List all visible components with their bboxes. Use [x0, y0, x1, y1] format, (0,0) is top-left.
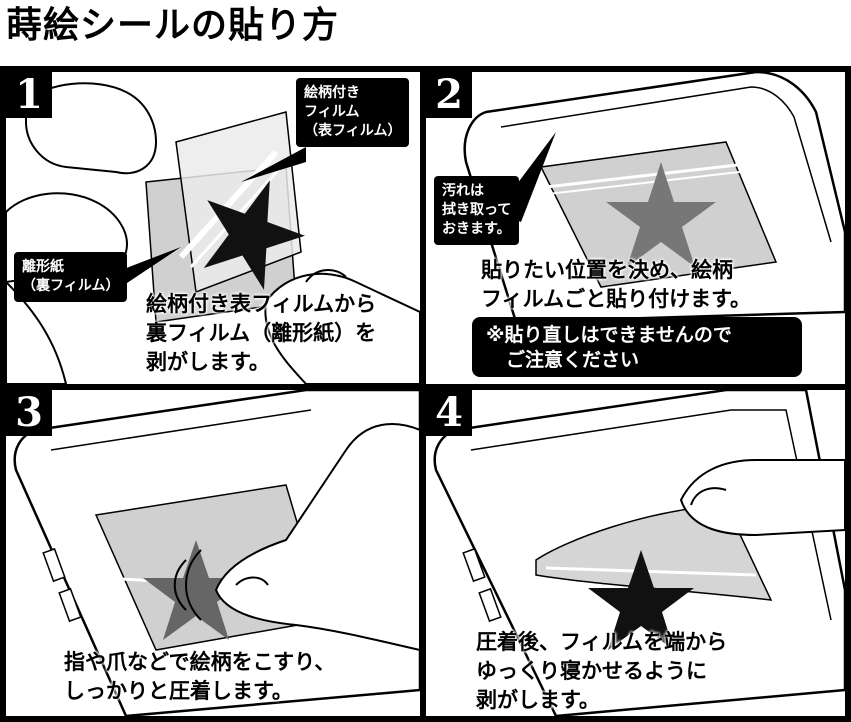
step-4-caption: 圧着後、フィルムを端から ゆっくり寝かせるように 剥がします。	[476, 628, 727, 715]
caption-line: しっかりと圧着します。	[64, 679, 293, 703]
clean-callout: 汚れは 拭き取って おきます。	[434, 176, 520, 245]
caption-line: 剥がします。	[146, 350, 270, 374]
step-3-caption: 指や爪などで絵柄をこすり、 しっかりと圧着します。	[64, 648, 335, 706]
step-1-caption: 絵柄付き表フィルムから 裏フィルム（離形紙）を 剥がします。	[146, 290, 376, 377]
no-reapply-notice: ※貼り直しはできませんので ご注意ください	[472, 317, 802, 377]
caption-line: ゆっくり寝かせるように	[476, 659, 707, 683]
notice-line: ご注意ください	[506, 349, 640, 371]
caption-line: 貼りたい位置を決め、絵柄	[481, 258, 733, 282]
film-callout-line: フィルム	[304, 104, 360, 120]
step-2-caption: 貼りたい位置を決め、絵柄 フィルムごと貼り付けます。	[481, 256, 751, 314]
step-2-panel: 2 汚れは 拭き取って おきます。 貼りたい位置を決め、絵柄 フィルムごと貼り付…	[426, 72, 845, 384]
release-paper-callout-line: （裏フィルム）	[22, 278, 120, 294]
step-3-number: 3	[6, 390, 52, 436]
caption-line: フィルムごと貼り付けます。	[481, 287, 752, 311]
step-1-illustration	[6, 82, 420, 384]
caption-line: 絵柄付き表フィルムから	[146, 292, 377, 316]
instruction-grid: 1 絵柄付き フィルム （表フィルム） 離形紙 （裏フィルム） 絵柄付き表フィル…	[0, 66, 851, 722]
step-1-panel: 1 絵柄付き フィルム （表フィルム） 離形紙 （裏フィルム） 絵柄付き表フィル…	[6, 72, 420, 384]
caption-line: 指や爪などで絵柄をこすり、	[64, 650, 336, 674]
notice-line: ※貼り直しはできませんので	[486, 324, 732, 346]
film-callout: 絵柄付き フィルム （表フィルム）	[296, 78, 410, 147]
release-paper-callout-line: 離形紙	[22, 259, 64, 275]
step-2-illustration	[463, 72, 845, 324]
step-3-illustration	[13, 390, 420, 716]
clean-callout-line: 汚れは	[442, 183, 484, 199]
step-4-illustration	[433, 390, 845, 716]
release-paper-callout: 離形紙 （裏フィルム）	[14, 252, 128, 302]
film-callout-line: （表フィルム）	[304, 123, 402, 139]
step-1-number: 1	[6, 72, 52, 118]
step-2-number: 2	[426, 72, 472, 118]
step-4-number: 4	[426, 390, 472, 436]
caption-line: 圧着後、フィルムを端から	[476, 630, 728, 654]
step-3-panel: 3 指や爪などで絵柄をこすり、 しっかりと圧着します。	[6, 390, 420, 716]
film-callout-line: 絵柄付き	[304, 85, 360, 101]
caption-line: 裏フィルム（離形紙）を	[146, 321, 377, 345]
clean-callout-line: 拭き取って	[442, 202, 512, 218]
page-title: 蒔絵シールの貼り方	[6, 5, 340, 46]
step-4-panel: 4 圧着後、フィルムを端から ゆっくり寝かせるように 剥がします。	[426, 390, 845, 716]
clean-callout-line: おきます。	[442, 221, 511, 237]
caption-line: 剥がします。	[476, 688, 600, 712]
